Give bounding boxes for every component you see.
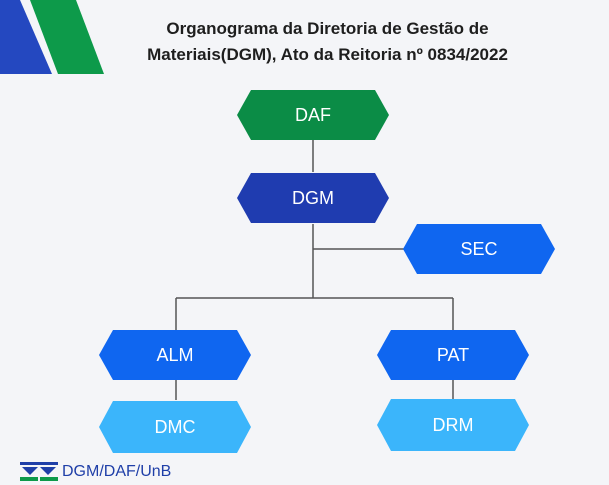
corner-decoration (0, 0, 104, 74)
node-daf-label: DAF (295, 104, 331, 125)
node-pat: PAT (377, 330, 529, 380)
node-sec-label: SEC (460, 238, 498, 259)
page-title: Organograma da Diretoria de Gestão de Ma… (100, 16, 555, 68)
title-line-2: Materiais(DGM), Ato da Reitoria nº 0834/… (147, 45, 508, 64)
node-dmc-label: DMC (154, 416, 196, 437)
corner-green-band (30, 0, 104, 74)
footer: DGM/DAF/UnB (20, 462, 171, 482)
node-dmc: DMC (99, 401, 251, 453)
node-alm-label: ALM (156, 344, 194, 365)
node-dgm-label: DGM (292, 187, 334, 208)
node-daf: DAF (237, 90, 389, 140)
corner-blue-band (0, 0, 52, 74)
unb-logo-icon (20, 462, 58, 481)
node-pat-label: PAT (436, 344, 470, 365)
node-dgm: DGM (237, 173, 389, 223)
node-alm: ALM (99, 330, 251, 380)
node-sec: SEC (403, 224, 555, 274)
title-line-1: Organograma da Diretoria de Gestão de (166, 19, 489, 38)
node-drm-label: DRM (432, 414, 474, 435)
node-drm: DRM (377, 399, 529, 451)
footer-text: DGM/DAF/UnB (62, 463, 172, 480)
